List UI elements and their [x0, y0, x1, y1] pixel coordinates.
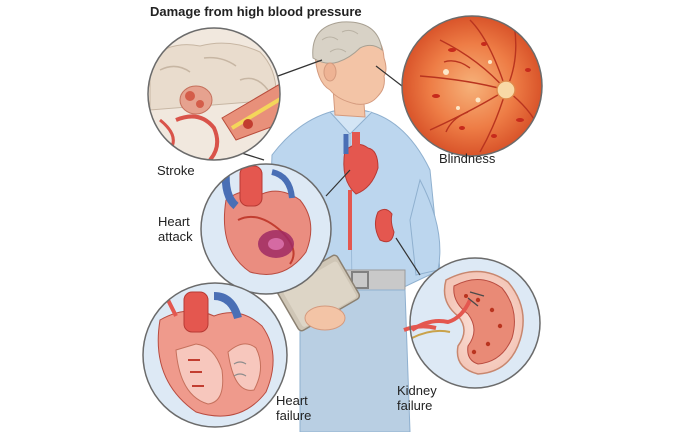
- heart-attack-label-line2: attack: [158, 229, 193, 244]
- stroke-inset: [147, 27, 281, 161]
- heart-failure-label-line1: Heart: [276, 393, 308, 408]
- heart-failure-label: Heart failure: [276, 393, 311, 423]
- brain: [312, 21, 383, 64]
- kidney-failure-label-line1: Kidney: [397, 383, 437, 398]
- heart-attack-inset: [200, 163, 332, 295]
- heart-failure-inset: [142, 282, 288, 428]
- diagram-title: Damage from high blood pressure: [150, 4, 362, 19]
- retina-inset: [401, 15, 543, 157]
- kidney-failure-label-line2: failure: [397, 398, 433, 413]
- kidney-failure-label: Kidney failure: [397, 383, 437, 413]
- heart-attack-label: Heart attack: [158, 214, 193, 244]
- torso-kidney: [374, 208, 395, 243]
- heart-attack-label-line1: Heart: [158, 214, 190, 229]
- heart-failure-label-line2: failure: [276, 408, 312, 423]
- kidney-failure-inset: [403, 257, 541, 389]
- stroke-label: Stroke: [157, 163, 195, 178]
- chest-heart: [343, 143, 379, 195]
- blindness-label: Blindness: [439, 151, 496, 166]
- leader-lines: [231, 59, 421, 276]
